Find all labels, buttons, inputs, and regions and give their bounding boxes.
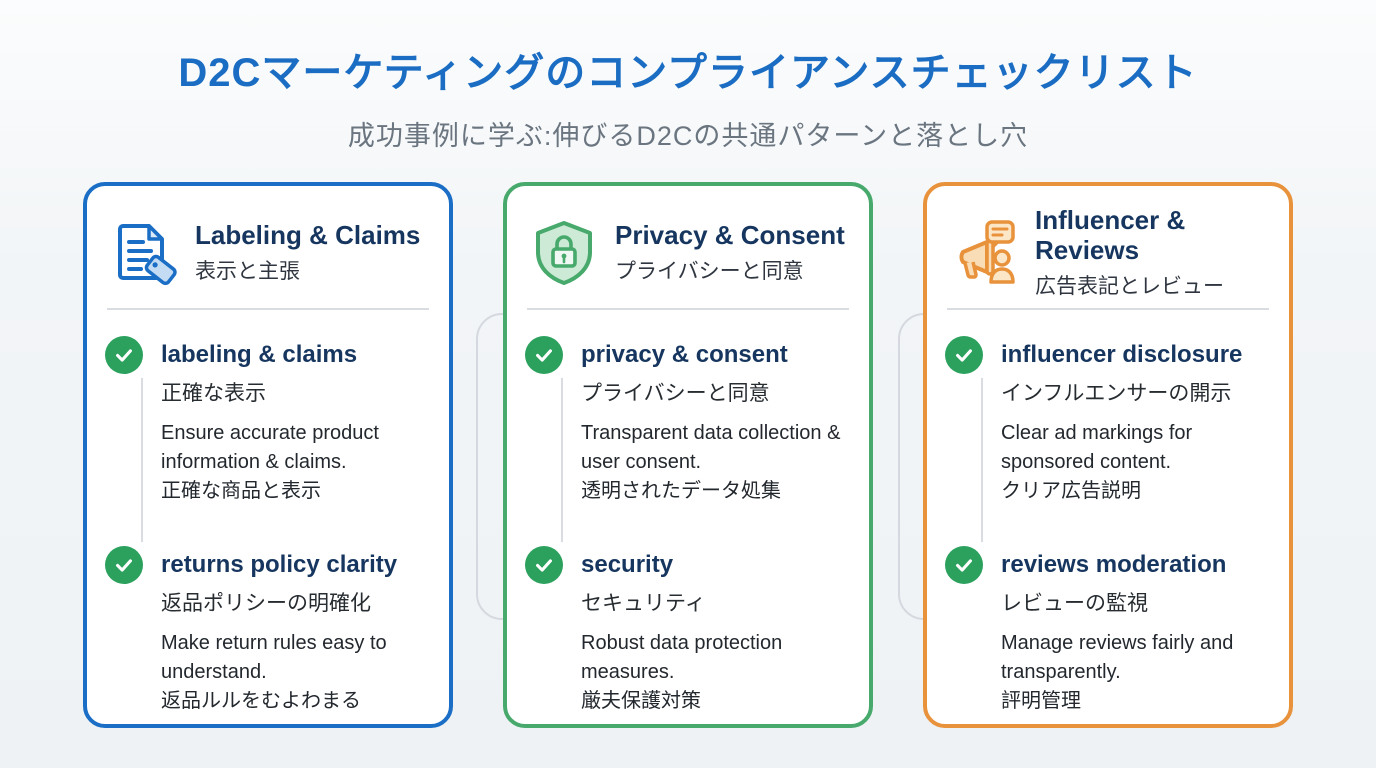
check-circle-icon <box>105 336 143 374</box>
item-description-jp: 評明管理 <box>1001 690 1081 712</box>
item-title: returns policy clarity <box>161 551 398 578</box>
checklist-board: Labeling & Claims 表示と主張 labeling & claim… <box>83 182 1293 728</box>
list-item: reviews moderation レビューの監視 Manage review… <box>945 546 1271 716</box>
page-title: D2Cマーケティングのコンプライアンスチェックリスト <box>178 51 1198 95</box>
list-item: influencer disclosure インフルエンサーの開示 Clear … <box>945 336 1271 510</box>
card-privacy-consent: Privacy & Consent プライバシーと同意 privacy & co… <box>503 182 873 728</box>
list-item: returns policy clarity 返品ポリシーの明確化 Make r… <box>105 546 431 716</box>
card-header: Labeling & Claims 表示と主張 <box>105 202 431 304</box>
header-divider <box>107 308 429 310</box>
item-description-en: Make return rules easy to understand. <box>161 632 387 683</box>
item-title: labeling & claims <box>161 341 358 368</box>
card-title: Privacy & Consent <box>615 219 845 250</box>
item-description: Clear ad markings for sponsored content.… <box>1001 419 1269 506</box>
check-circle-icon <box>525 336 563 374</box>
header-divider <box>527 308 849 310</box>
item-description-jp: 返品ルルをむよわまる <box>161 690 361 712</box>
card-title: Labeling & Claims <box>195 219 421 250</box>
check-circle-icon <box>945 336 983 374</box>
card-labeling-claims: Labeling & Claims 表示と主張 labeling & claim… <box>83 182 453 728</box>
item-description: Ensure accurate product information & cl… <box>161 419 429 506</box>
item-title: security <box>581 551 674 578</box>
checklist-items: privacy & consent プライバシーと同意 Transparent … <box>525 310 851 716</box>
item-description-jp: 透明されたデータ処集 <box>581 480 781 502</box>
checklist-items: labeling & claims 正確な表示 Ensure accurate … <box>105 310 431 716</box>
item-description-jp: 正確な商品と表示 <box>161 480 321 502</box>
item-title: influencer disclosure <box>1001 341 1243 368</box>
card-title: Influencer & Reviews <box>1035 204 1186 265</box>
list-item: privacy & consent プライバシーと同意 Transparent … <box>525 336 851 510</box>
list-item: security セキュリティ Robust data protection m… <box>525 546 851 716</box>
checklist-items: influencer disclosure インフルエンサーの開示 Clear … <box>945 310 1271 716</box>
document-tag-icon <box>107 216 181 290</box>
card-influencer-reviews: Influencer & Reviews 広告表記とレビュー influence… <box>923 182 1293 728</box>
item-subtitle-jp: 正確な表示 <box>161 382 266 405</box>
page-subtitle: 成功事例に学ぶ:伸びるD2Cの共通パターンと落とし穴 <box>347 121 1029 151</box>
page-header: D2Cマーケティングのコンプライアンスチェックリスト 成功事例に学ぶ:伸びるD2… <box>0 0 1376 153</box>
item-description: Transparent data collection & user conse… <box>581 419 849 506</box>
card-subtitle-jp: 表示と主張 <box>195 260 300 284</box>
card-header: Privacy & Consent プライバシーと同意 <box>525 202 851 304</box>
item-description-en: Clear ad markings for sponsored content. <box>1001 422 1193 473</box>
check-circle-icon <box>945 546 983 584</box>
item-title: privacy & consent <box>581 341 788 368</box>
item-description: Manage reviews fairly and transparently.… <box>1001 629 1269 716</box>
check-circle-icon <box>105 546 143 584</box>
card-subtitle-jp: 広告表記とレビュー <box>1035 275 1224 299</box>
item-subtitle-jp: プライバシーと同意 <box>581 382 770 405</box>
card-subtitle-jp: プライバシーと同意 <box>615 260 804 284</box>
item-description: Make return rules easy to understand. 返品… <box>161 629 429 716</box>
item-connector-line <box>141 378 143 542</box>
item-subtitle-jp: セキュリティ <box>581 592 706 615</box>
item-subtitle-jp: インフルエンサーの開示 <box>1001 382 1232 405</box>
megaphone-icon <box>947 216 1021 290</box>
item-description-jp: クリア広告説明 <box>1001 480 1141 502</box>
item-description-jp: 厳夫保護対策 <box>581 690 701 712</box>
item-subtitle-jp: レビューの監視 <box>1001 592 1148 615</box>
item-description-en: Robust data protection measures. <box>581 632 783 683</box>
header-divider <box>947 308 1269 310</box>
shield-lock-icon <box>527 216 601 290</box>
item-connector-line <box>561 378 563 542</box>
item-title: reviews moderation <box>1001 551 1227 578</box>
item-description-en: Ensure accurate product information & cl… <box>161 422 379 473</box>
card-header: Influencer & Reviews 広告表記とレビュー <box>945 202 1271 304</box>
item-subtitle-jp: 返品ポリシーの明確化 <box>161 592 371 615</box>
item-description-en: Manage reviews fairly and transparently. <box>1001 632 1234 683</box>
item-description-en: Transparent data collection & user conse… <box>581 422 841 473</box>
list-item: labeling & claims 正確な表示 Ensure accurate … <box>105 336 431 510</box>
check-circle-icon <box>525 546 563 584</box>
item-connector-line <box>981 378 983 542</box>
item-description: Robust data protection measures. 厳夫保護対策 <box>581 629 849 716</box>
